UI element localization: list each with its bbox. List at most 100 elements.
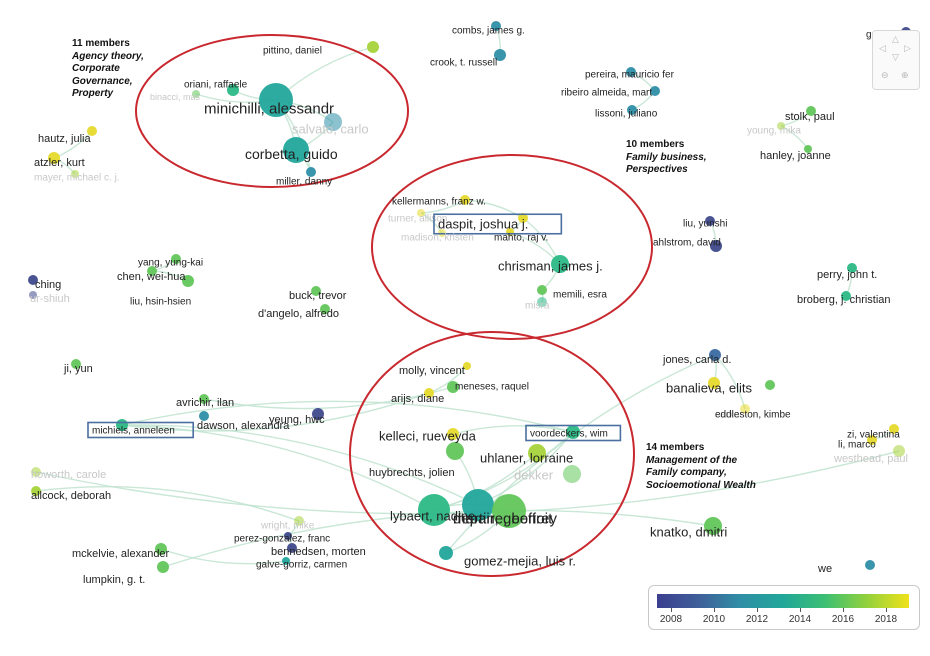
author-label[interactable]: young, mika bbox=[747, 126, 801, 137]
author-node[interactable] bbox=[627, 105, 637, 115]
author-node[interactable] bbox=[157, 561, 169, 573]
author-node[interactable] bbox=[171, 254, 181, 264]
author-node[interactable] bbox=[708, 377, 720, 389]
author-node[interactable] bbox=[563, 465, 581, 483]
author-label[interactable]: eddleston, kimbe bbox=[715, 410, 791, 421]
author-label[interactable]: mckelvie, alexander bbox=[72, 548, 170, 560]
author-label[interactable]: binacci, mas bbox=[150, 92, 201, 102]
author-label[interactable]: martin, geoffrey bbox=[453, 510, 557, 527]
author-label[interactable]: uhlaner, lorraine bbox=[480, 451, 573, 466]
author-label[interactable]: liu, yunshi bbox=[683, 219, 727, 230]
author-node[interactable] bbox=[199, 394, 209, 404]
author-node[interactable] bbox=[626, 67, 636, 77]
author-label[interactable]: crook, t. russell bbox=[430, 58, 497, 69]
author-node[interactable] bbox=[424, 388, 434, 398]
author-label[interactable]: oriani, raffaele bbox=[184, 80, 248, 91]
author-node[interactable] bbox=[155, 543, 167, 555]
author-label[interactable]: madison, kristen bbox=[401, 233, 474, 244]
author-node[interactable] bbox=[705, 216, 715, 226]
author-label[interactable]: huybrechts, jolien bbox=[369, 467, 455, 479]
author-label[interactable]: combs, james g. bbox=[452, 26, 525, 37]
author-node[interactable] bbox=[650, 86, 660, 96]
author-node[interactable] bbox=[284, 532, 292, 540]
zoom-navigation-control[interactable]: △ ◁ ▷ ▽ ⊖ ⊕ bbox=[872, 30, 920, 90]
author-node[interactable] bbox=[294, 516, 304, 526]
author-label[interactable]: depaire, benoit bbox=[453, 510, 553, 527]
author-label[interactable]: kellermanns, franz w. bbox=[392, 197, 486, 208]
author-label[interactable]: lissoni, juliano bbox=[595, 109, 658, 120]
author-node[interactable] bbox=[528, 444, 546, 462]
author-label[interactable]: dawson, alexandra bbox=[197, 420, 290, 432]
pan-left-icon[interactable]: ◁ bbox=[879, 43, 886, 53]
author-node[interactable] bbox=[446, 442, 464, 460]
author-node[interactable] bbox=[283, 137, 309, 163]
author-node[interactable] bbox=[71, 359, 81, 369]
author-label[interactable]: avrichir, ilan bbox=[176, 397, 234, 409]
author-label[interactable]: knatko, dmitri bbox=[650, 525, 727, 540]
author-node[interactable] bbox=[418, 494, 450, 526]
author-node[interactable] bbox=[777, 122, 785, 130]
author-label[interactable]: banalieva, elits bbox=[666, 381, 752, 396]
author-label[interactable]: misra bbox=[525, 301, 550, 312]
author-label[interactable]: mahto, raj v. bbox=[494, 233, 548, 244]
author-label[interactable]: dekker bbox=[514, 468, 554, 483]
pan-right-icon[interactable]: ▷ bbox=[904, 43, 911, 53]
author-label[interactable]: jones, carla d. bbox=[662, 354, 731, 366]
author-node[interactable] bbox=[463, 362, 471, 370]
author-node[interactable] bbox=[841, 291, 851, 301]
author-node[interactable] bbox=[491, 21, 501, 31]
author-label[interactable]: bennedsen, morten bbox=[271, 546, 366, 558]
author-label[interactable]: kelleci, rueveyda bbox=[379, 429, 477, 444]
author-node[interactable] bbox=[518, 213, 528, 223]
author-label[interactable]: michiels, anneleen bbox=[92, 426, 175, 437]
author-label[interactable]: pittino, daniel bbox=[263, 46, 322, 57]
pan-up-icon[interactable]: △ bbox=[892, 34, 899, 44]
author-node[interactable] bbox=[847, 263, 857, 273]
author-label[interactable]: we bbox=[817, 563, 832, 575]
author-label[interactable]: buck, trevor bbox=[289, 290, 347, 302]
author-label[interactable]: ching bbox=[35, 279, 61, 291]
author-node[interactable] bbox=[182, 275, 194, 287]
author-node[interactable] bbox=[447, 428, 459, 440]
author-label[interactable]: chen, wei-hua bbox=[117, 271, 186, 283]
author-node[interactable] bbox=[710, 240, 722, 252]
author-label[interactable]: lumpkin, g. t. bbox=[83, 574, 145, 586]
author-label[interactable]: ribeiro almeida, mart bbox=[561, 88, 652, 99]
author-label[interactable]: galve-gorriz, carmen bbox=[256, 560, 347, 571]
author-label[interactable]: miller, danny bbox=[276, 177, 332, 188]
author-label[interactable]: allcock, deborah bbox=[31, 490, 111, 502]
author-label[interactable]: liu, hsin-hsien bbox=[130, 297, 191, 308]
author-label[interactable]: zi, valentina bbox=[847, 430, 900, 441]
author-label[interactable]: westhead, paul bbox=[833, 453, 908, 465]
author-node[interactable] bbox=[71, 170, 79, 178]
author-label[interactable]: voordeckers, wim bbox=[530, 429, 608, 440]
author-node[interactable] bbox=[867, 435, 877, 445]
zoom-out-icon[interactable]: ⊖ bbox=[881, 70, 889, 80]
author-label[interactable]: turner, allison bbox=[388, 214, 447, 225]
author-label[interactable]: stolk, paul bbox=[785, 111, 835, 123]
author-node[interactable] bbox=[893, 445, 905, 457]
author-node[interactable] bbox=[709, 349, 721, 361]
author-label[interactable]: atzler, kurt bbox=[34, 157, 85, 169]
author-node[interactable] bbox=[306, 167, 316, 177]
author-node[interactable] bbox=[551, 255, 569, 273]
author-label[interactable]: meneses, raquel bbox=[455, 382, 529, 393]
author-node[interactable] bbox=[311, 286, 321, 296]
author-label[interactable]: ahlstrom, david bbox=[653, 238, 721, 249]
author-label[interactable]: ji, yun bbox=[63, 363, 93, 375]
author-label[interactable]: sarkar bbox=[715, 410, 743, 421]
author-node[interactable] bbox=[537, 297, 547, 307]
author-label[interactable]: corbetta, guido bbox=[245, 146, 338, 162]
author-node[interactable] bbox=[492, 494, 526, 528]
author-label[interactable]: hautz, julia bbox=[38, 133, 91, 145]
author-label[interactable]: minichilli, alessandr bbox=[204, 100, 334, 117]
author-node[interactable] bbox=[889, 424, 899, 434]
author-node[interactable] bbox=[447, 381, 459, 393]
pan-down-icon[interactable]: ▽ bbox=[892, 52, 899, 62]
author-node[interactable] bbox=[199, 411, 209, 421]
author-node[interactable] bbox=[28, 275, 38, 285]
author-label[interactable]: yeung, hwc bbox=[269, 414, 325, 426]
author-node[interactable] bbox=[804, 145, 812, 153]
author-node[interactable] bbox=[312, 408, 324, 420]
